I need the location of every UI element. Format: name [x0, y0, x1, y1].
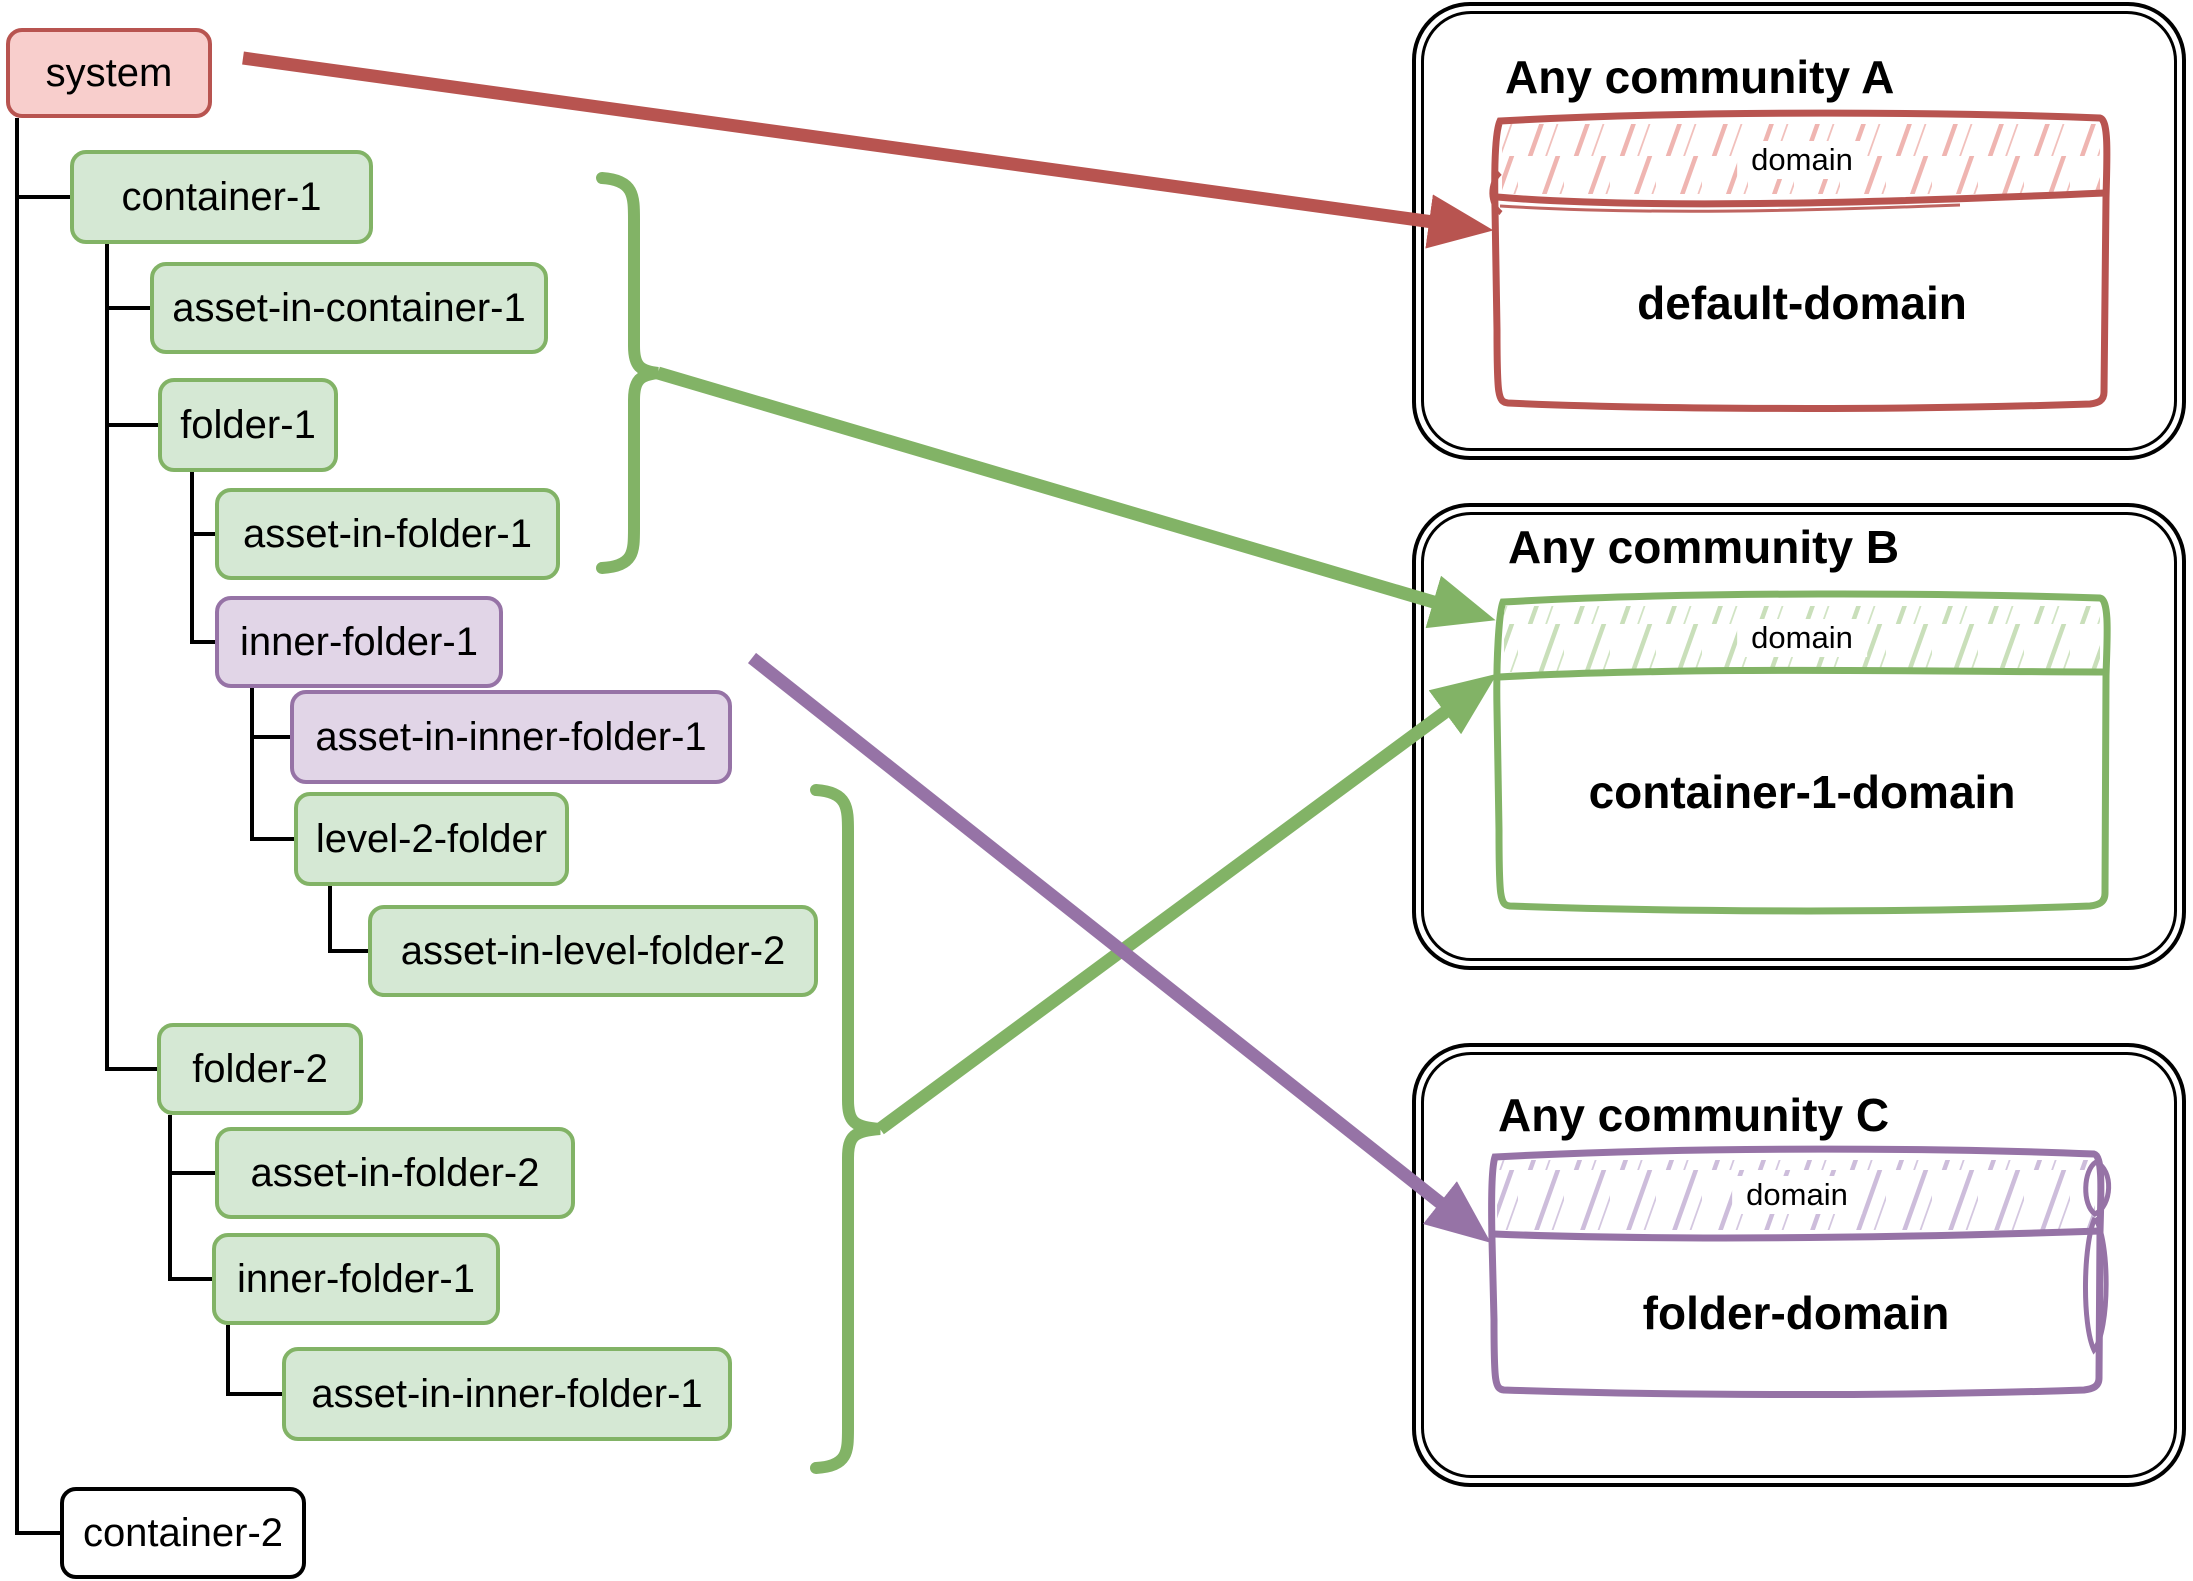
community-b-band-label: domain: [1737, 619, 1867, 658]
community-a-band-label: domain: [1737, 141, 1867, 180]
arrow-inner-folder-to-folder-domain: [747, 652, 1491, 1243]
community-a-domain-label: default-domain: [1637, 277, 1967, 329]
domain-box-c: [1488, 1145, 2112, 1399]
brace-container-1-group: [596, 172, 659, 574]
arrow-container-group-to-container-1-domain: [656, 366, 1496, 629]
tree-node-asset-in-folder-1: asset-in-folder-1: [215, 488, 560, 580]
tree-node-inner-folder-1: inner-folder-1: [215, 596, 503, 688]
tree-node-container-1: container-1: [70, 150, 373, 244]
tree-node-asset-in-folder-2: asset-in-folder-2: [215, 1127, 575, 1219]
community-c-domain-label: folder-domain: [1642, 1287, 1950, 1339]
tree-node-system: system: [6, 28, 212, 118]
tree-node-folder-1: folder-1: [158, 378, 338, 472]
community-c-band-label: domain: [1732, 1176, 1862, 1215]
arrow-system-to-default-domain: [242, 51, 1494, 249]
tree-node-folder-2: folder-2: [157, 1023, 363, 1115]
tree-node-asset-in-inner-folder-1: asset-in-inner-folder-1: [290, 690, 732, 784]
tree-node-asset-in-container-1: asset-in-container-1: [150, 262, 548, 354]
domain-box-b: [1493, 590, 2111, 915]
domain-box-a: [1489, 109, 2111, 412]
tree-connector-lines: [15, 118, 368, 1535]
community-b-domain-label: container-1-domain: [1588, 766, 2016, 818]
tree-node-asset-in-inner-folder-1-b: asset-in-inner-folder-1: [282, 1347, 732, 1441]
community-c-title: Any community C: [1498, 1089, 1890, 1141]
community-a-title: Any community A: [1505, 51, 1895, 103]
tree-node-level-2-folder: level-2-folder: [294, 792, 569, 886]
tree-node-inner-folder-1-b: inner-folder-1: [212, 1233, 500, 1325]
arrow-folder-group-to-container-1-domain: [876, 673, 1498, 1135]
tree-node-container-2: container-2: [60, 1487, 306, 1579]
brace-folder-2-group: [810, 784, 881, 1474]
community-b-title: Any community B: [1508, 521, 1900, 573]
tree-node-asset-in-level-folder-2: asset-in-level-folder-2: [368, 905, 818, 997]
